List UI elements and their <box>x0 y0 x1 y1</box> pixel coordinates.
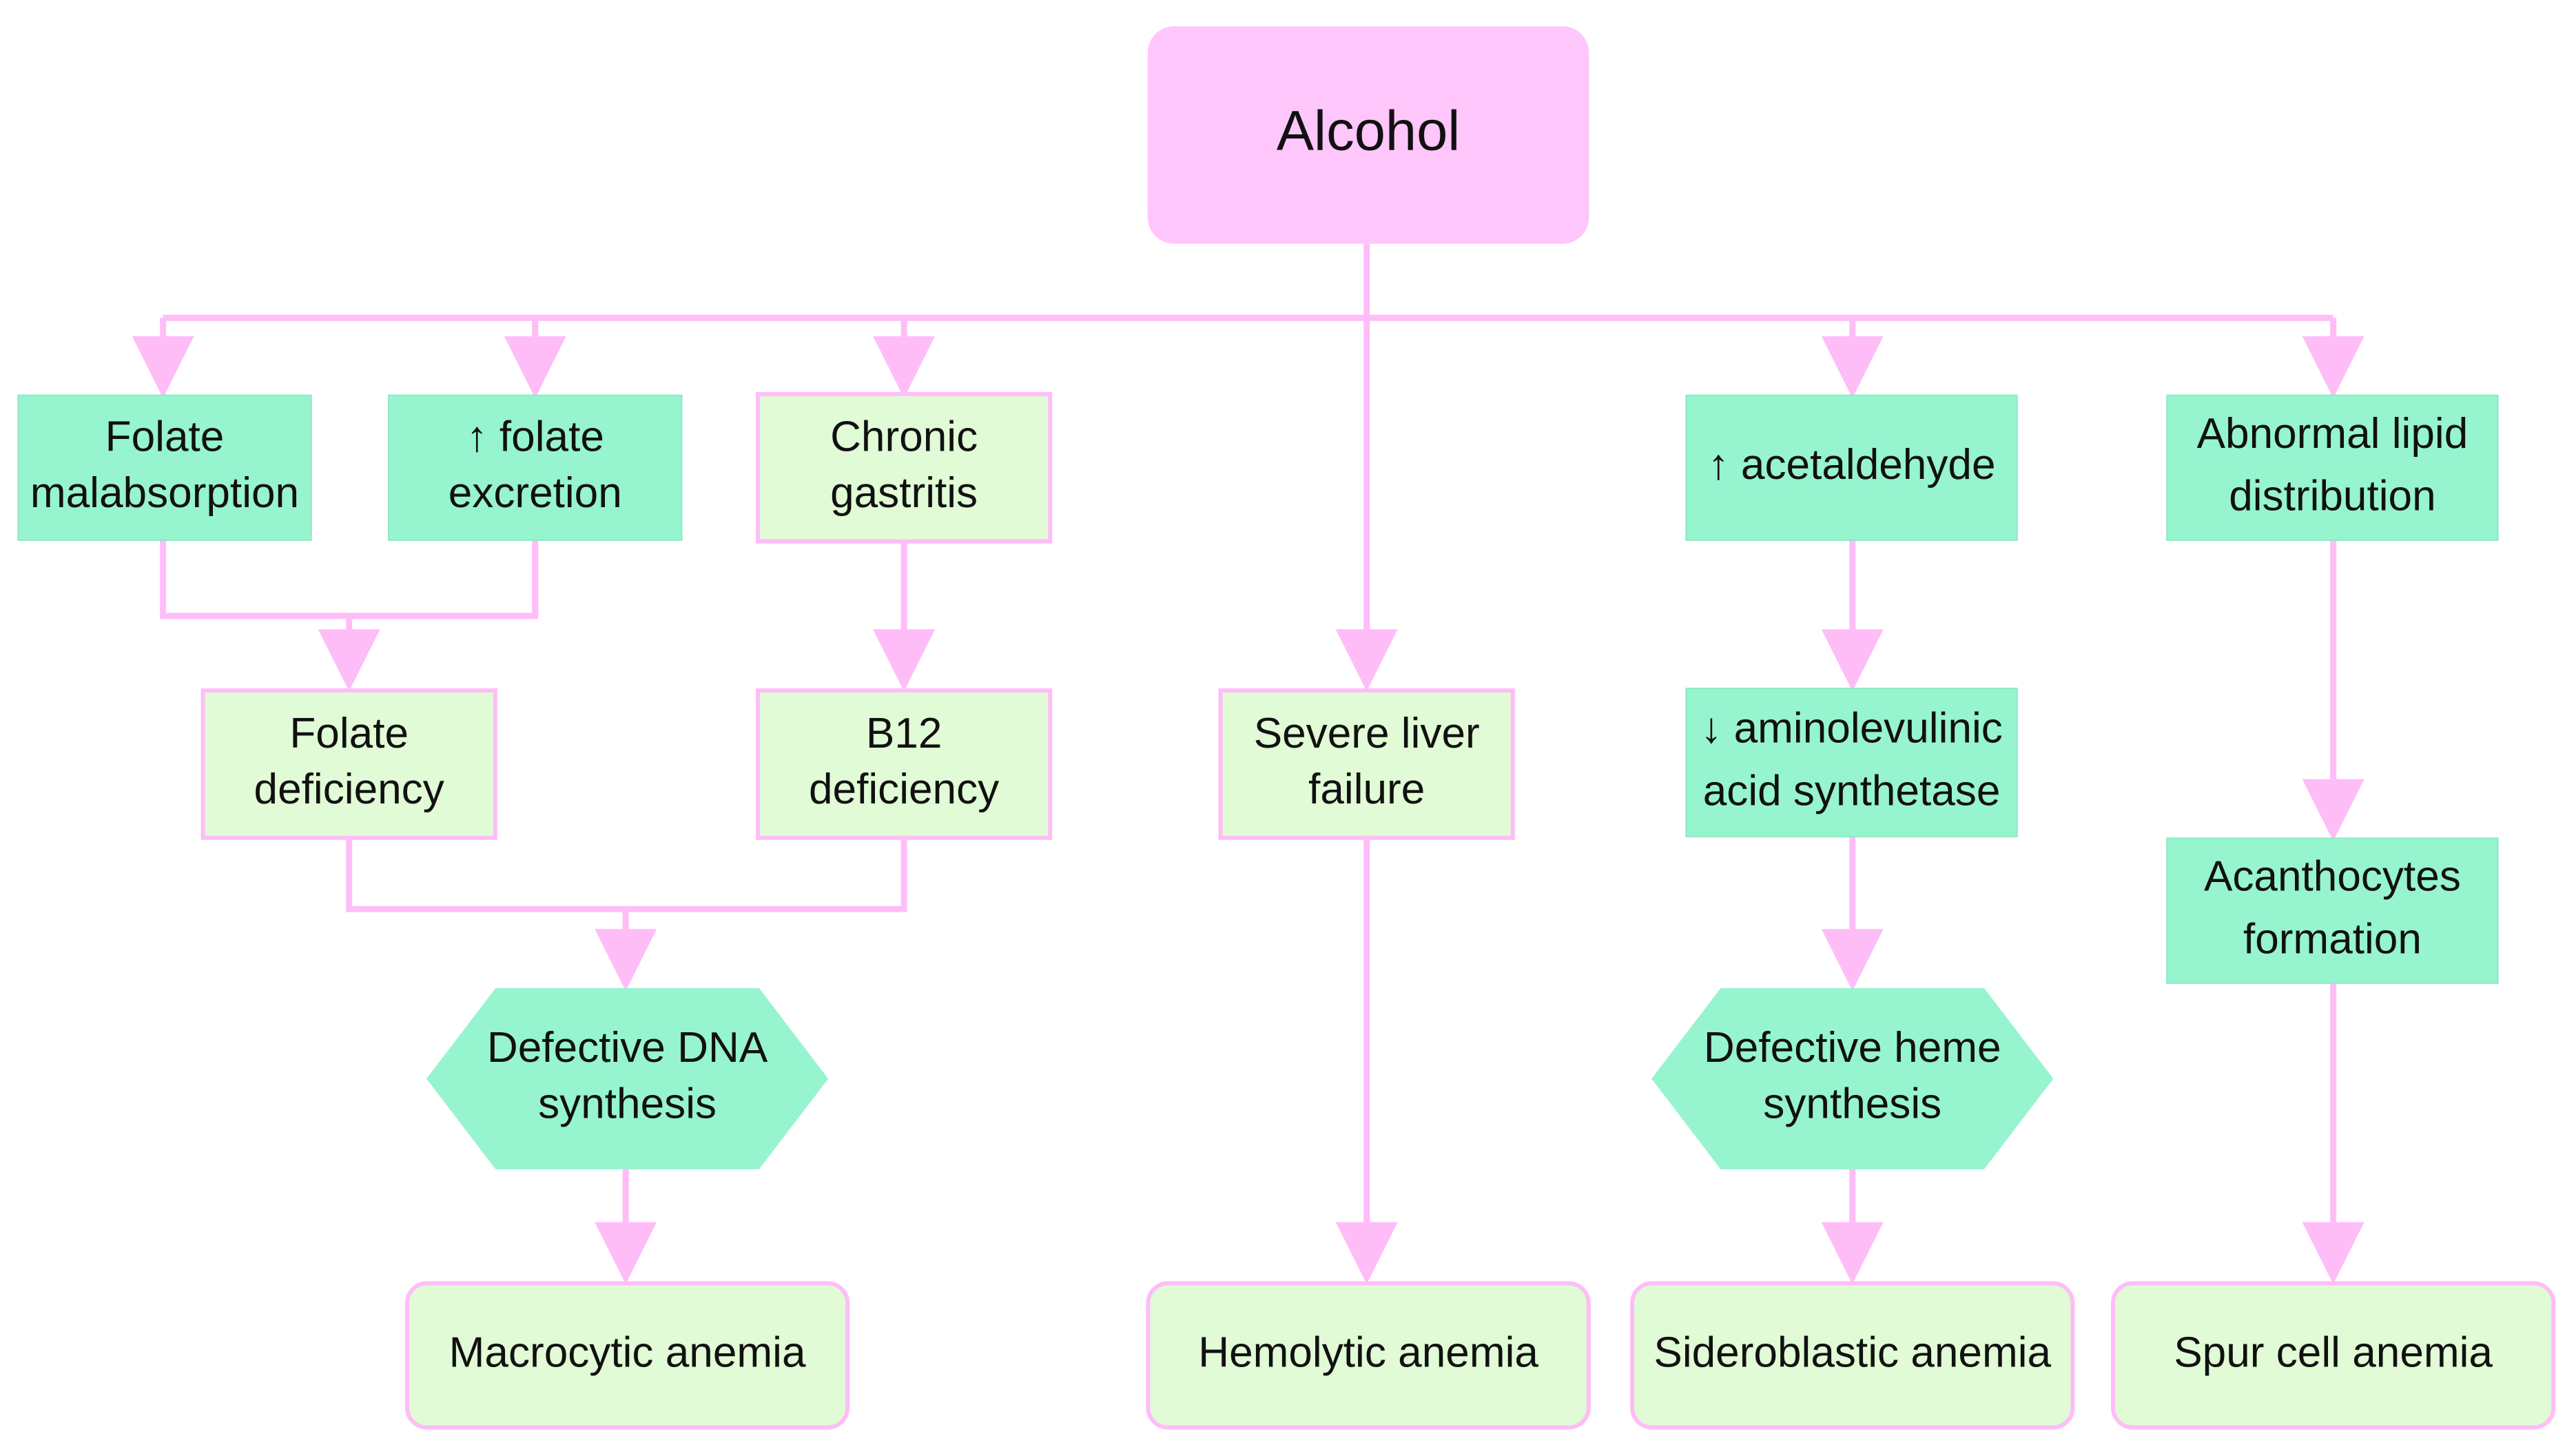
node-hexagon <box>1651 988 2054 1169</box>
node-severe-liver-failure: Severe liver failure <box>1218 688 1515 840</box>
node-label-line: Folate <box>289 710 409 757</box>
node-macrocytic-anemia: Macrocytic anemia <box>404 1281 850 1430</box>
node-label-line: malabsorption <box>30 469 299 517</box>
node-label-line: Folate <box>105 413 225 461</box>
node-label-line: Alcohol <box>1277 99 1460 162</box>
node-box <box>1630 1281 2075 1430</box>
node-label-line: Chronic <box>830 413 978 461</box>
node-defective-heme: Defective heme synthesis <box>1651 988 2054 1169</box>
node-label-line: Defective heme <box>1704 1024 2001 1072</box>
node-label-line: synthesis <box>1763 1080 1941 1128</box>
node-box <box>1147 26 1589 244</box>
node-label-line: deficiency <box>809 766 999 813</box>
node-b12-deficiency: B12 deficiency <box>756 688 1053 840</box>
node-label-line: failure <box>1308 766 1425 813</box>
connector-deficiency-merge <box>346 839 907 912</box>
node-folate-excretion: ↑ folate excretion <box>388 394 683 541</box>
node-folate-malabsorption: Folate malabsorption <box>17 394 312 541</box>
node-label-line: deficiency <box>254 766 444 813</box>
node-label-line: Severe liver <box>1254 710 1480 757</box>
node-box <box>756 688 1053 840</box>
node-box <box>404 1281 850 1430</box>
node-label-line: Macrocytic anemia <box>449 1329 806 1376</box>
node-acanthocytes: Acanthocytes formation <box>2166 837 2499 984</box>
node-label-line: ↓ aminolevulinic <box>1700 705 2003 752</box>
node-box <box>388 394 683 541</box>
node-box <box>1685 688 2018 838</box>
node-label-line: Hemolytic anemia <box>1198 1329 1538 1376</box>
node-label-line: Spur cell anemia <box>2174 1329 2493 1376</box>
node-box <box>1218 688 1515 840</box>
node-ala-synthetase: ↓ aminolevulinic acid synthetase <box>1685 688 2018 838</box>
node-chronic-gastritis: Chronic gastritis <box>756 391 1053 544</box>
node-label-line: Sideroblastic anemia <box>1653 1329 2051 1376</box>
node-box <box>2166 394 2499 541</box>
node-box <box>200 688 497 840</box>
node-box <box>17 394 312 541</box>
node-box <box>1146 1281 1591 1430</box>
node-label-line: ↑ folate <box>466 413 604 461</box>
node-label-line: Defective DNA <box>487 1024 768 1072</box>
node-acetaldehyde: ↑ acetaldehyde <box>1685 394 2018 541</box>
node-label-line: B12 <box>866 710 942 757</box>
node-sideroblastic-anemia: Sideroblastic anemia <box>1630 1281 2075 1430</box>
node-alcohol: Alcohol <box>1147 26 1589 244</box>
node-defective-dna: Defective DNA synthesis <box>426 988 829 1169</box>
node-hemolytic-anemia: Hemolytic anemia <box>1146 1281 1591 1430</box>
node-folate-deficiency: Folate deficiency <box>200 688 497 840</box>
node-box <box>2110 1281 2556 1430</box>
connector-folate-merge <box>160 540 539 619</box>
node-label-line: acid synthetase <box>1703 767 2001 814</box>
node-box <box>2166 837 2499 984</box>
node-spur-cell-anemia: Spur cell anemia <box>2110 1281 2556 1430</box>
node-label-line: distribution <box>2229 473 2435 520</box>
node-label-line: gastritis <box>830 469 978 517</box>
node-label-line: Acanthocytes <box>2204 853 2461 901</box>
node-label-line: excretion <box>449 469 622 517</box>
node-box <box>756 391 1053 544</box>
node-label-line: formation <box>2243 916 2422 963</box>
node-hexagon <box>426 988 829 1169</box>
node-label-line: Abnormal lipid <box>2197 410 2469 458</box>
node-box <box>1685 394 2018 541</box>
node-label-line: synthesis <box>538 1080 717 1128</box>
node-abnormal-lipid: Abnormal lipid distribution <box>2166 394 2499 541</box>
node-label-line: ↑ acetaldehyde <box>1708 441 1996 489</box>
